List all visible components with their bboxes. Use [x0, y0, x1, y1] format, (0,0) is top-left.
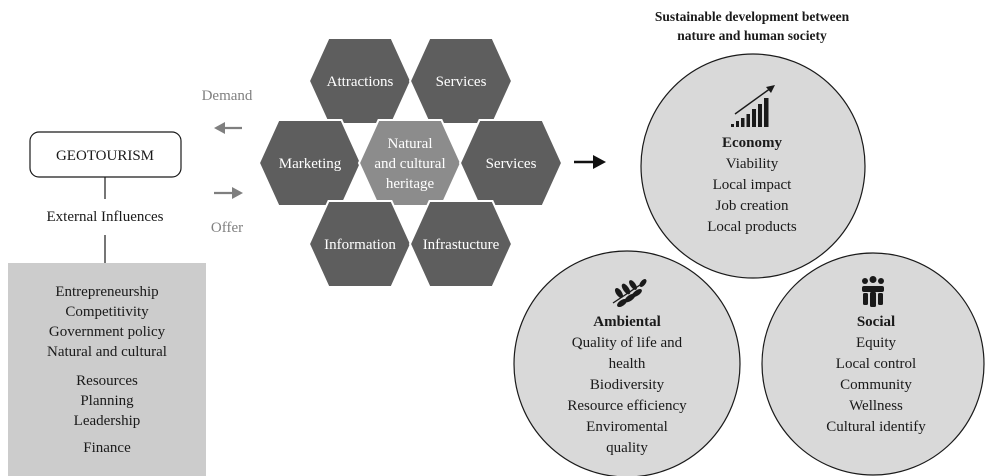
hex-information-label: Information — [324, 237, 396, 253]
offer-label: Offer — [211, 220, 243, 236]
influences-list: Entrepreneurship Competitivity Governmen… — [47, 284, 167, 456]
influence-item: Entrepreneurship — [55, 284, 158, 300]
hex-services-top: Services — [409, 37, 513, 125]
ambiental-item: Quality of life and — [572, 335, 683, 351]
influence-item: Leadership — [74, 413, 141, 429]
hex-infrastructure-label: Infrastucture — [423, 237, 500, 253]
social-circle: Social Equity Local control Community We… — [761, 252, 985, 476]
hex-marketing-label: Marketing — [279, 156, 342, 172]
arrow-right-icon — [574, 155, 606, 169]
influence-item: Resources — [76, 373, 138, 389]
leaf-branch-icon — [612, 279, 647, 308]
hex-infrastructure: Infrastucture — [409, 200, 513, 288]
hex-marketing: Marketing — [258, 119, 362, 207]
influence-item: Government policy — [49, 324, 166, 340]
economy-heading: Economy — [722, 135, 783, 151]
influence-item: Natural and cultural — [47, 344, 167, 360]
social-heading: Social — [857, 314, 895, 330]
economy-item: Local products — [707, 219, 797, 235]
social-item: Community — [840, 377, 912, 393]
bar-chart-growth-icon — [731, 85, 775, 127]
hex-services-right: Services — [459, 119, 563, 207]
demand-arrow-icon — [214, 122, 242, 134]
social-item: Cultural identify — [826, 419, 926, 435]
influence-item: Competitivity — [65, 304, 149, 320]
hex-natural-cultural-heritage: Natural and cultural heritage — [358, 119, 462, 207]
geotourism-label: GEOTOURISM — [56, 148, 154, 164]
demand-label: Demand — [202, 88, 253, 104]
hexagon-cluster: Attractions Services Marketing Natural a… — [258, 37, 563, 288]
offer-arrow-icon — [214, 187, 243, 199]
social-item: Local control — [836, 356, 916, 372]
hex-services-top-label: Services — [436, 74, 487, 90]
economy-circle: Economy Viability Local impact Job creat… — [640, 53, 866, 279]
influence-item: Planning — [80, 393, 134, 409]
title-line-2: nature and human society — [677, 28, 827, 43]
external-influences-box — [8, 263, 206, 476]
social-item: Wellness — [849, 398, 903, 414]
economy-item: Job creation — [716, 198, 789, 214]
social-item: Equity — [856, 335, 896, 351]
influence-item: Finance — [83, 440, 131, 456]
ambiental-heading: Ambiental — [593, 314, 661, 330]
ambiental-item: quality — [606, 440, 648, 456]
hex-information: Information — [308, 200, 412, 288]
ambiental-item: Resource efficiency — [567, 398, 687, 414]
ambiental-item: Biodiversity — [590, 377, 665, 393]
economy-item: Viability — [726, 156, 779, 172]
economy-item: Local impact — [713, 177, 793, 193]
hex-center-line-1: Natural — [388, 136, 433, 152]
hex-attractions-label: Attractions — [327, 74, 394, 90]
ambiental-item: Enviromental — [586, 419, 668, 435]
hex-center-line-2: and cultural — [374, 156, 445, 172]
title-line-1: Sustainable development between — [655, 9, 850, 24]
hex-center-line-3: heritage — [386, 176, 435, 192]
ambiental-item: health — [609, 356, 646, 372]
hex-attractions: Attractions — [308, 37, 412, 125]
external-influences-label: External Influences — [46, 209, 163, 225]
people-group-icon — [862, 276, 884, 307]
ambiental-circle: Ambiental Quality of life and health Bio… — [513, 250, 741, 476]
hex-services-right-label: Services — [486, 156, 537, 172]
